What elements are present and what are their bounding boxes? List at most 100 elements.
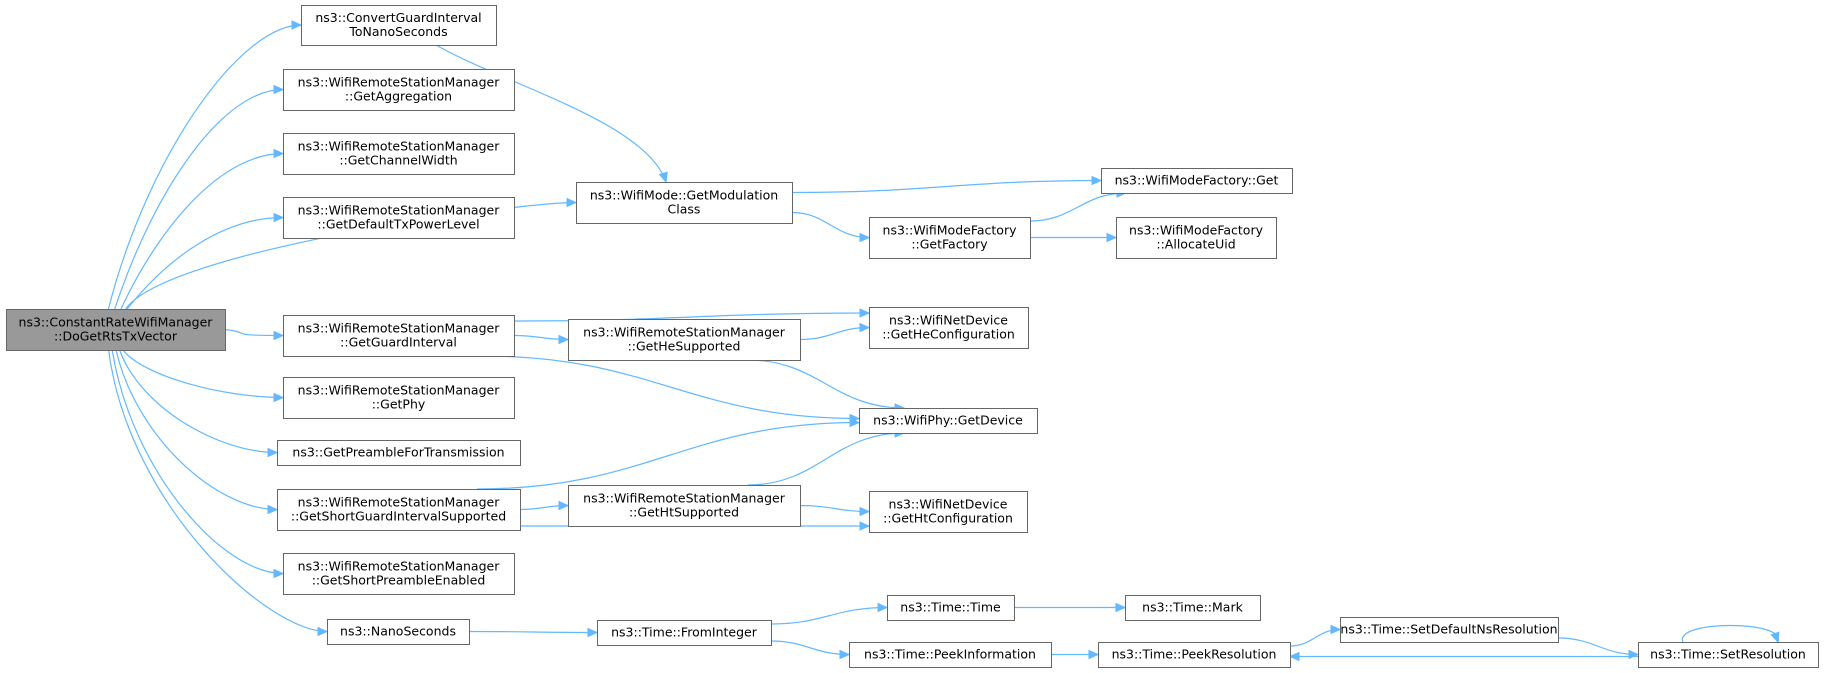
edge-root-to-getgi bbox=[224, 328, 285, 341]
node-label-line: Class bbox=[668, 202, 701, 217]
edge-getgi-to-hesup bbox=[513, 334, 570, 345]
node-box[interactable] bbox=[869, 217, 1031, 259]
edge-line bbox=[111, 349, 284, 575]
edge-line bbox=[791, 179, 1102, 194]
node-label-line: ns3::WifiMode::GetModulation bbox=[590, 188, 778, 203]
node-phydev[interactable]: ns3::WifiPhy::GetDevice bbox=[859, 408, 1038, 434]
arrowhead-icon bbox=[267, 504, 279, 515]
node-mfget[interactable]: ns3::WifiModeFactory::Get bbox=[1101, 168, 1293, 194]
node-htcfg[interactable]: ns3::WifiNetDevice::GetHtConfiguration bbox=[869, 491, 1028, 533]
node-shortgi[interactable]: ns3::WifiRemoteStationManager::GetShortG… bbox=[277, 489, 521, 531]
node-box[interactable] bbox=[1101, 168, 1293, 194]
node-hecfg[interactable]: ns3::WifiNetDevice::GetHeConfiguration bbox=[869, 307, 1029, 349]
node-box[interactable] bbox=[301, 5, 497, 46]
node-box[interactable] bbox=[283, 315, 515, 357]
edge-line bbox=[119, 349, 278, 454]
node-label-line: ns3::WifiRemoteStationManager bbox=[298, 495, 501, 510]
node-timetime[interactable]: ns3::Time::Time bbox=[887, 595, 1015, 621]
edge-convgi-to-modclass bbox=[435, 44, 668, 184]
node-label-line: ::GetAggregation bbox=[345, 89, 452, 104]
arrowhead-icon bbox=[1115, 602, 1127, 613]
node-label-line: ns3::WifiRemoteStationManager bbox=[583, 491, 786, 506]
node-box[interactable] bbox=[576, 182, 793, 224]
node-box[interactable] bbox=[283, 197, 515, 239]
node-label-line: ::GetDefaultTxPowerLevel bbox=[317, 217, 479, 232]
node-timemark[interactable]: ns3::Time::Mark bbox=[1125, 595, 1261, 621]
node-label-line: ns3::Time::Mark bbox=[1142, 600, 1243, 615]
node-getagg[interactable]: ns3::WifiRemoteStationManager::GetAggreg… bbox=[283, 69, 515, 111]
node-setres[interactable]: ns3::Time::SetResolution bbox=[1638, 642, 1819, 668]
node-box[interactable] bbox=[597, 620, 772, 646]
node-box[interactable] bbox=[277, 440, 521, 466]
node-box[interactable] bbox=[1125, 595, 1261, 621]
node-label-line: ::GetPhy bbox=[372, 397, 426, 412]
node-box[interactable] bbox=[849, 642, 1052, 668]
node-mfalloc[interactable]: ns3::WifiModeFactory::AllocateUid bbox=[1116, 217, 1277, 259]
node-box[interactable] bbox=[283, 133, 515, 175]
node-root[interactable]: ns3::ConstantRateWifiManager::DoGetRtsTx… bbox=[6, 309, 226, 351]
arrowhead-icon bbox=[291, 20, 303, 30]
edge-root-to-getphy bbox=[122, 349, 285, 403]
node-box[interactable] bbox=[869, 491, 1028, 533]
node-nano[interactable]: ns3::NanoSeconds bbox=[327, 619, 470, 645]
node-setdef[interactable]: ns3::Time::SetDefaultNsResolution bbox=[1340, 617, 1559, 643]
node-box[interactable] bbox=[283, 69, 515, 111]
node-label-line: ToNanoSeconds bbox=[348, 24, 447, 39]
edge-mffactory-to-mfalloc bbox=[1029, 232, 1118, 243]
node-label-line: ns3::Time::SetDefaultNsResolution bbox=[1340, 622, 1557, 637]
node-box[interactable] bbox=[568, 319, 801, 361]
edge-line bbox=[476, 421, 860, 490]
node-fromint[interactable]: ns3::Time::FromInteger bbox=[597, 620, 772, 646]
arrowhead-icon bbox=[273, 568, 285, 579]
node-box[interactable] bbox=[568, 485, 801, 527]
edge-setres-to-setres bbox=[1682, 624, 1780, 644]
node-label-line: ns3::Time::FromInteger bbox=[611, 625, 758, 640]
edge-line bbox=[799, 504, 870, 513]
root-node-box[interactable] bbox=[6, 309, 226, 351]
node-getcw[interactable]: ns3::WifiRemoteStationManager::GetChanne… bbox=[283, 133, 515, 175]
node-box[interactable] bbox=[283, 553, 515, 595]
node-box[interactable] bbox=[327, 619, 470, 645]
arrowhead-icon bbox=[859, 232, 871, 243]
edge-shortgi-to-phydev bbox=[476, 417, 861, 490]
node-box[interactable] bbox=[887, 595, 1015, 621]
node-label-line: ::GetHeSupported bbox=[628, 339, 741, 354]
node-label-line: ::GetChannelWidth bbox=[339, 153, 457, 168]
arrowhead-icon bbox=[859, 521, 871, 531]
edge-line bbox=[107, 24, 302, 310]
node-box[interactable] bbox=[1340, 617, 1559, 643]
node-getphy[interactable]: ns3::WifiRemoteStationManager::GetPhy bbox=[283, 377, 515, 419]
node-preamble[interactable]: ns3::GetPreambleForTransmission bbox=[277, 440, 521, 466]
arrowhead-icon bbox=[273, 330, 285, 341]
edge-fromint-to-peekinfo bbox=[770, 640, 851, 660]
node-box[interactable] bbox=[277, 489, 521, 531]
edge-root-to-shortpre bbox=[111, 349, 285, 579]
node-getgi[interactable]: ns3::WifiRemoteStationManager::GetGuardI… bbox=[283, 315, 515, 357]
node-box[interactable] bbox=[1116, 217, 1277, 259]
arrowhead-icon bbox=[1628, 649, 1640, 660]
arrowhead-icon bbox=[859, 322, 871, 333]
edge-line bbox=[770, 640, 850, 656]
node-mffactory[interactable]: ns3::WifiModeFactory::GetFactory bbox=[869, 217, 1031, 259]
node-box[interactable] bbox=[869, 307, 1029, 349]
edge-line bbox=[1557, 637, 1639, 656]
node-box[interactable] bbox=[1638, 642, 1819, 668]
edge-peekinfo-to-peekres bbox=[1051, 649, 1100, 660]
node-htsup[interactable]: ns3::WifiRemoteStationManager::GetHtSupp… bbox=[568, 485, 801, 527]
node-peekinfo[interactable]: ns3::Time::PeekInformation bbox=[849, 642, 1052, 668]
node-label-line: ns3::WifiRemoteStationManager bbox=[298, 559, 501, 574]
node-box[interactable] bbox=[283, 377, 515, 419]
node-peekres[interactable]: ns3::Time::PeekResolution bbox=[1098, 642, 1291, 668]
node-hesup[interactable]: ns3::WifiRemoteStationManager::GetHeSupp… bbox=[568, 319, 801, 361]
edge-modclass-to-mffactory bbox=[791, 211, 871, 243]
node-shortpre[interactable]: ns3::WifiRemoteStationManager::GetShortP… bbox=[283, 553, 515, 595]
node-getdtx[interactable]: ns3::WifiRemoteStationManager::GetDefaul… bbox=[283, 197, 515, 239]
node-box[interactable] bbox=[1098, 642, 1291, 668]
edge-line bbox=[747, 432, 905, 486]
arrowhead-icon bbox=[1288, 651, 1300, 662]
arrowhead-icon bbox=[1330, 624, 1342, 635]
edge-line bbox=[224, 328, 284, 337]
node-box[interactable] bbox=[859, 408, 1038, 434]
